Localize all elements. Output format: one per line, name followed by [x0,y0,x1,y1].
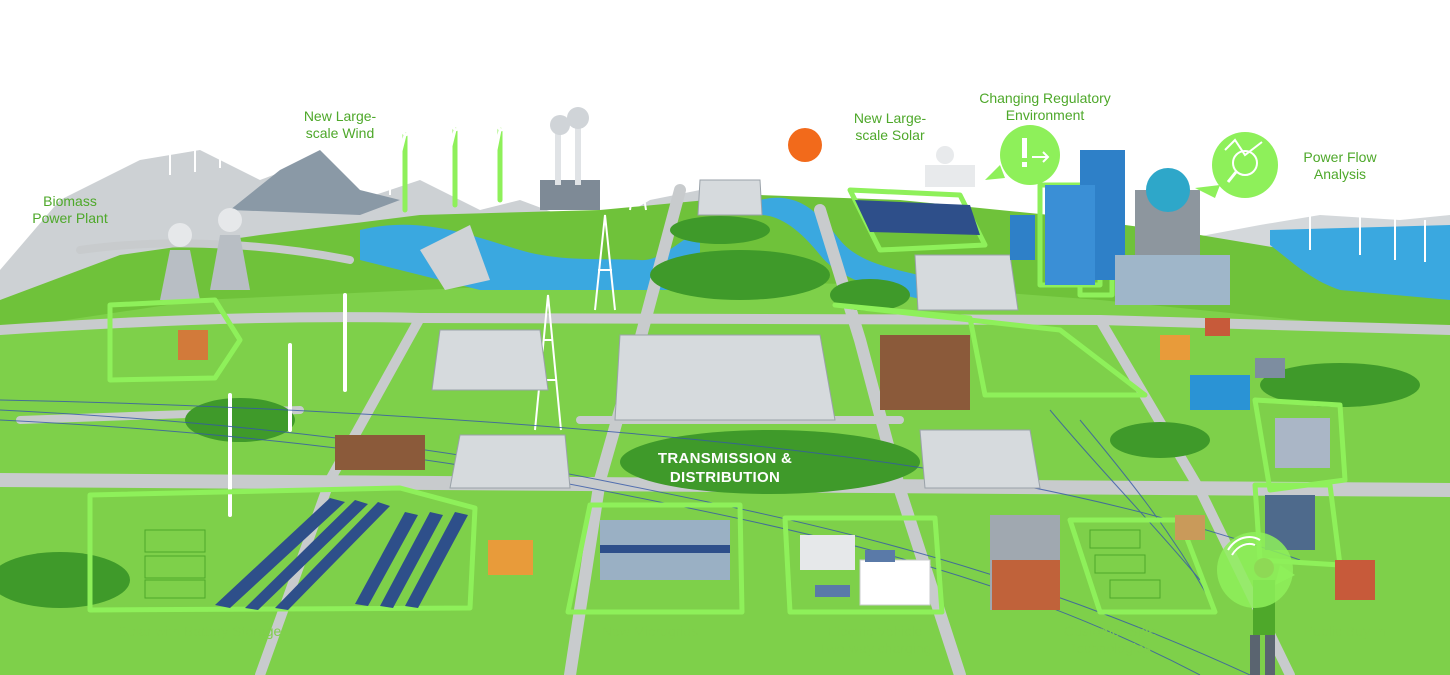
battery-containers [144,529,206,599]
highlight-solar-battery [87,485,478,613]
large-scale-wind-label: New Large- scale Wind [303,108,377,141]
regulatory-callout-icon [985,125,1060,185]
highlight-transmission-line [832,302,1148,398]
ev-charging-label: Electric Vehicle Two-way charging [818,623,932,656]
public-buy-in-callout-icon [1217,532,1295,608]
sun-icon [788,128,822,162]
houses [178,318,1375,600]
wind-turbines-background [169,145,1426,262]
ev-charging-station [800,535,931,606]
biomass-label: Biomass Power Plant [32,193,108,226]
large-scale-wind-blades [390,108,522,157]
large-scale-solar-label: New Large- scale Solar [853,110,927,143]
warehouses [335,335,1060,610]
substations [431,179,1041,489]
transmission-towers [534,114,730,431]
city-buildings [925,146,1230,305]
wind-turbines-foreground [228,293,347,517]
hydro-dam [420,225,490,290]
microgrid-building [600,520,730,580]
regulatory-label: Changing Regulatory Environment [979,90,1111,123]
highlight-microgrid [565,502,745,615]
power-flow-label: Power Flow Analysis [1303,149,1377,182]
public-buy-in-label: Public Buy-In [1303,623,1387,639]
highlight-ev-charging [782,515,945,615]
transmission-distribution-label: TRANSMISSION & DISTRIBUTION [657,450,793,486]
coal-power-plant [540,107,600,210]
highlight-public-houses [1252,397,1348,493]
power-flow-callout-icon [1195,132,1278,198]
solar-panel-arrays [215,200,980,610]
large-scale-wind-turbines [402,127,503,213]
customer-side-label: Customer Side Technologies [1063,623,1157,656]
solar-battery-label: Solar with Battery Storage [118,623,282,639]
forests [0,216,1420,608]
highlight-biomass [107,297,243,383]
customer-battery-units [1089,529,1161,599]
highlight-customer-side [1067,517,1218,615]
microgrids-label: New Microgrids [601,623,699,639]
biomass-cooling-towers [160,208,250,300]
